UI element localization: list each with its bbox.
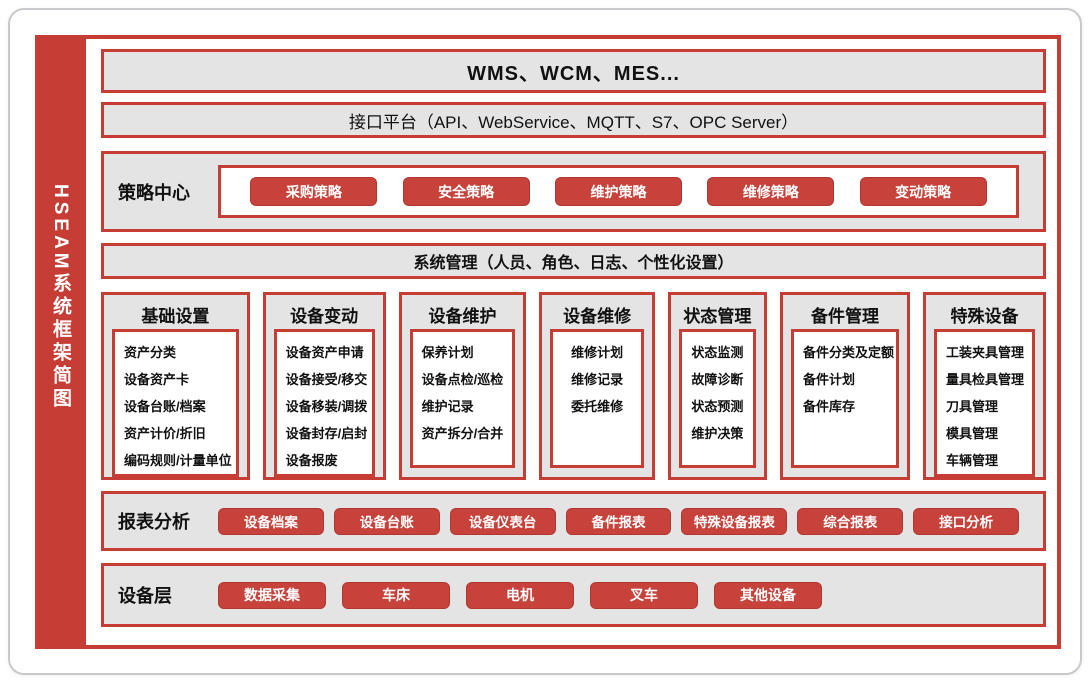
module-item: 设备资产卡 [124,372,190,387]
report-pill: 设备仪表台 [449,507,556,535]
module-item: 设备接受/移交 [285,372,368,387]
module-item: 备件计划 [803,372,856,387]
module-item: 资产拆分/合并 [421,426,504,441]
diagram-red-frame: HSEAM系统框架简图 WMS、WCM、MES... 接口平台（API、WebS… [35,35,1061,649]
top-systems-label: WMS、WCM、MES... [467,62,680,85]
interface-platform-bar: 接口平台（API、WebService、MQTT、S7、OPC Server） [101,102,1046,138]
sidebar-title: HSEAM系统框架简图 [50,183,71,411]
top-systems-bar: WMS、WCM、MES... [101,49,1046,93]
module-item: 委托维修 [571,399,624,414]
device-pill: 叉车 [590,581,698,609]
module-title: 设备维护 [428,306,497,326]
device-pill: 其他设备 [714,581,822,609]
diagram-card: HSEAM系统框架简图 WMS、WCM、MES... 接口平台（API、WebS… [8,8,1082,675]
interface-platform-label: 接口平台（API、WebService、MQTT、S7、OPC Server） [348,112,799,132]
system-management-label: 系统管理（人员、角色、日志、个性化设置） [413,255,734,272]
module-title: 设备维修 [563,306,632,326]
module-item: 模具管理 [946,426,999,441]
module-item: 设备资产申请 [285,345,364,360]
module-item: 车辆管理 [946,453,999,468]
report-buttons-box: 设备档案 设备台账 设备仪表台 备件报表 特殊设备报表 综合报表 接口分析 [218,507,1043,535]
strategy-pill: 变动策略 [859,177,987,206]
report-analysis-panel: 报表分析 设备档案 设备台账 设备仪表台 备件报表 特殊设备报表 综合报表 接口… [101,491,1046,551]
module-item: 编码规则/计量单位 [124,453,232,468]
strategy-pill: 安全策略 [402,177,530,206]
module-item: 设备移装/调拨 [285,399,368,414]
strategy-pill: 维修策略 [707,177,835,206]
module-title: 备件管理 [811,306,879,326]
module-title: 设备变动 [290,306,359,326]
device-layer-panel: 设备层 数据采集 车床 电机 叉车 其他设备 [101,563,1046,627]
module-card-special-equipment: 特殊设备 工装夹具管理 量具检具管理 刀具管理 模具管理 车辆管理 [923,292,1046,480]
module-card-basic-settings: 基础设置 资产分类 设备资产卡 设备台账/档案 资产计价/折旧 编码规则/计量单… [101,292,250,480]
strategy-pill: 维护策略 [554,177,682,206]
module-item: 维护记录 [421,399,474,414]
sidebar-title-strip: HSEAM系统框架简图 [35,35,86,649]
module-item: 故障诊断 [691,372,744,387]
report-pill: 设备档案 [218,507,324,535]
module-item: 备件分类及定额 [803,345,895,360]
module-item-list: 备件分类及定额 备件计划 备件库存 [791,329,900,468]
strategy-center-panel: 策略中心 采购策略 安全策略 维护策略 维修策略 变动策略 [101,151,1046,232]
device-buttons-box: 数据采集 车床 电机 叉车 其他设备 [218,581,822,609]
report-pill: 设备台账 [333,507,440,535]
device-pill: 数据采集 [218,581,326,609]
module-card-equipment-repair: 设备维修 维修计划 维修记录 委托维修 [539,292,655,480]
strategy-center-label: 策略中心 [118,182,190,203]
module-item: 状态监测 [691,345,744,360]
module-item: 维护决策 [691,426,744,441]
report-analysis-label: 报表分析 [118,512,190,532]
diagram-content: WMS、WCM、MES... 接口平台（API、WebService、MQTT、… [86,39,1057,645]
system-management-bar: 系统管理（人员、角色、日志、个性化设置） [101,243,1046,279]
module-item-list: 状态监测 故障诊断 状态预测 维护决策 [678,329,756,468]
module-item-list: 资产分类 设备资产卡 设备台账/档案 资产计价/折旧 编码规则/计量单位 [112,329,239,477]
module-item: 保养计划 [421,345,474,360]
module-card-equipment-change: 设备变动 设备资产申请 设备接受/移交 设备移装/调拨 设备封存/启封 设备报废 [262,292,386,480]
module-title: 特殊设备 [950,306,1019,326]
device-pill: 电机 [466,581,574,609]
module-item: 刀具管理 [946,399,999,414]
report-pill: 特殊设备报表 [681,507,788,535]
module-title: 基础设置 [141,306,210,326]
module-card-equipment-maintenance: 设备维护 保养计划 设备点检/巡检 维护记录 资产拆分/合并 [398,292,527,480]
module-item: 资产分类 [124,345,177,360]
strategy-buttons-box: 采购策略 安全策略 维护策略 维修策略 变动策略 [218,165,1019,218]
report-pill: 接口分析 [913,507,1020,535]
module-item: 维修记录 [571,372,624,387]
module-item-list: 保养计划 设备点检/巡检 维护记录 资产拆分/合并 [409,329,516,468]
module-item: 设备点检/巡检 [421,372,504,387]
module-item: 量具检具管理 [946,372,1025,387]
module-card-status-management: 状态管理 状态监测 故障诊断 状态预测 维护决策 [667,292,767,480]
module-item: 状态预测 [691,399,744,414]
module-item: 备件库存 [803,399,856,414]
device-pill: 车床 [342,581,450,609]
device-layer-label: 设备层 [118,586,172,606]
module-item-list: 维修计划 维修记录 委托维修 [550,329,644,468]
module-item: 设备报废 [285,453,338,468]
module-item: 设备封存/启封 [285,426,368,441]
module-item: 设备台账/档案 [124,399,206,414]
module-title: 状态管理 [683,306,752,326]
module-card-spare-parts: 备件管理 备件分类及定额 备件计划 备件库存 [780,292,911,480]
module-item-list: 工装夹具管理 量具检具管理 刀具管理 模具管理 车辆管理 [934,329,1035,477]
report-pill: 备件报表 [565,507,672,535]
report-pill: 综合报表 [797,507,904,535]
module-item: 维修计划 [571,345,624,360]
module-item: 资产计价/折旧 [124,426,206,441]
module-item-list: 设备资产申请 设备接受/移交 设备移装/调拨 设备封存/启封 设备报废 [273,329,375,477]
strategy-pill: 采购策略 [250,177,378,206]
module-columns: 基础设置 资产分类 设备资产卡 设备台账/档案 资产计价/折旧 编码规则/计量单… [101,292,1046,480]
module-item: 工装夹具管理 [946,345,1025,360]
